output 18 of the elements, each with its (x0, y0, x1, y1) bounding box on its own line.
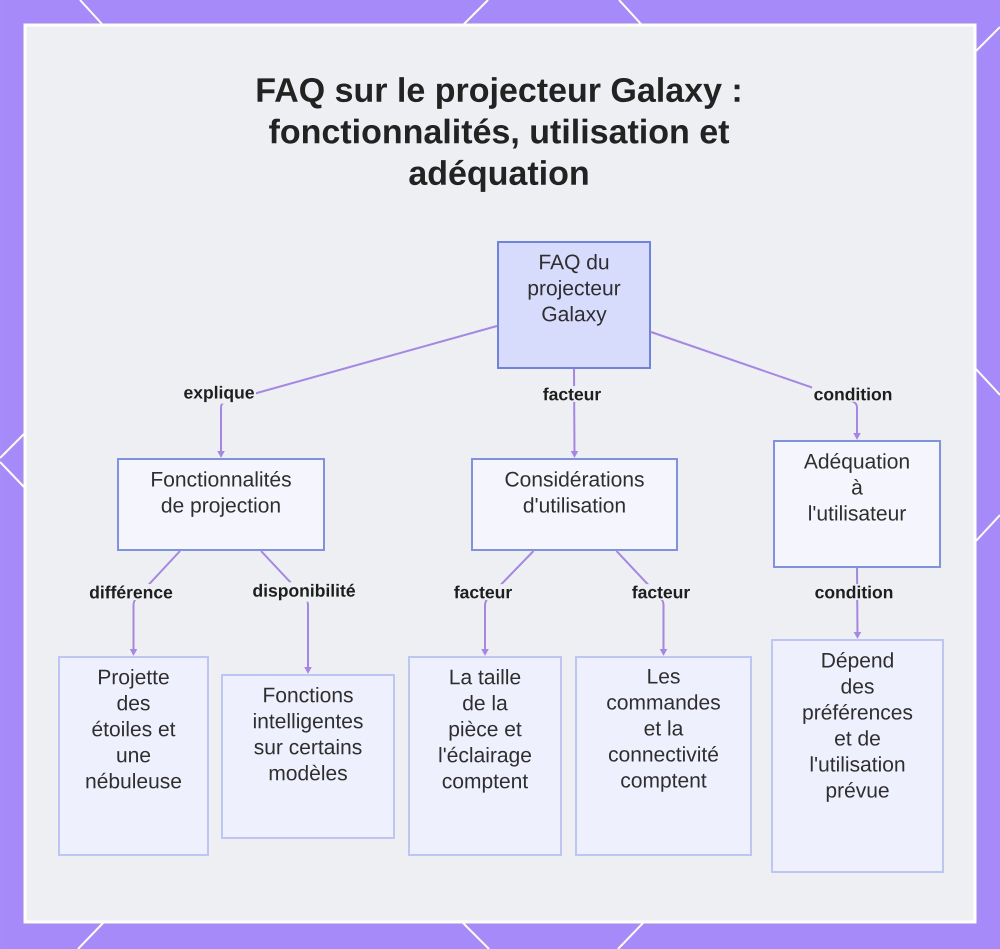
edge-label: disponibilité (250, 582, 358, 602)
concept-box: Adéquation à l'utilisateur (773, 440, 941, 568)
concept-box: Considérations d'utilisation (471, 458, 678, 551)
concept-box: FAQ du projecteur Galaxy (497, 241, 651, 369)
edge-label: condition (812, 386, 894, 402)
concept-box: La taille de la pièce et l'éclairage comptent (408, 656, 562, 856)
concept-box: Les commandes et la connectivité comptent (575, 656, 752, 856)
concept-box: Projette des étoiles et une nébuleuse (58, 656, 209, 856)
concept-box: Fonctions intelligentes sur certains modèles (221, 674, 395, 839)
concept-box: Fonctionnalités de projection (117, 458, 325, 551)
title: FAQ sur le projecteur Galaxy : fonctionnalités, utilisation et adéquation (258, 77, 740, 192)
edge-label: différence (88, 584, 174, 600)
edge-label: explique (182, 384, 256, 404)
edge-label: facteur (541, 386, 603, 402)
edge-label: facteur (630, 584, 692, 600)
concept-box: Dépend des préférences et de l'utilisation prévue (771, 639, 944, 873)
edge-label: facteur (452, 584, 514, 600)
edge-label: condition (813, 584, 895, 600)
